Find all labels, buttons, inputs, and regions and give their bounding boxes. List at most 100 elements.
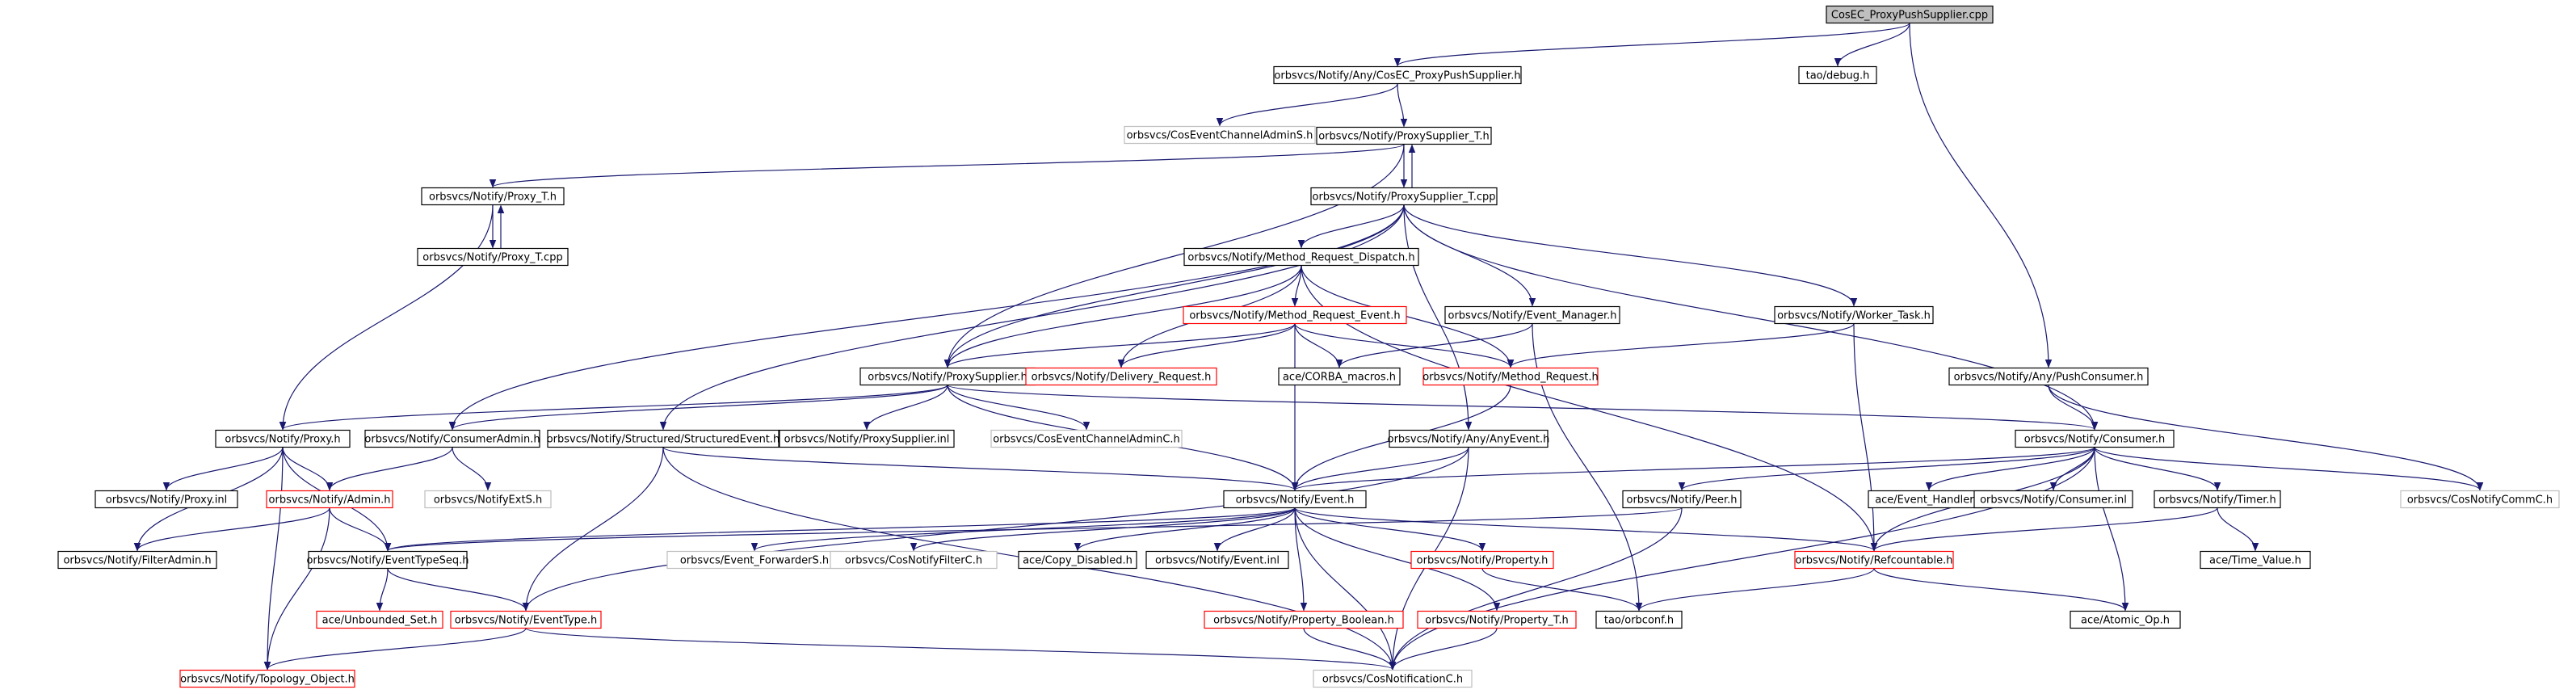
- node-corbaMacros[interactable]: ace/CORBA_macros.h: [1278, 367, 1401, 386]
- node-eventH[interactable]: orbsvcs/Notify/Event.h: [1223, 490, 1367, 509]
- node-box: [450, 610, 602, 629]
- node-label: orbsvcs/Event_ForwarderS.h: [680, 555, 829, 567]
- node-proxySupplierInl[interactable]: orbsvcs/Notify/ProxySupplier.inl: [779, 429, 955, 448]
- edge-eventH-to-propertyH: [1294, 507, 1486, 552]
- node-box: [95, 490, 238, 509]
- node-structuredEvent[interactable]: orbsvcs/Notify/Structured/StructuredEven…: [547, 429, 780, 448]
- node-cosNotifyCommC[interactable]: orbsvcs/CosNotifyCommC.h: [2400, 490, 2560, 509]
- node-eventHandler[interactable]: ace/Event_Handler.h: [1868, 490, 1990, 509]
- edge-peerH-to-cosNotificationC: [1389, 507, 1683, 671]
- edge-proxySupplierTcpp-to-anyEvent: [1403, 204, 1473, 431]
- node-box: [1204, 610, 1404, 629]
- node-label: orbsvcs/Notify/Method_Request.h: [1422, 372, 1599, 384]
- node-proxyTcpp[interactable]: orbsvcs/Notify/Proxy_T.cpp: [417, 247, 569, 267]
- node-label: orbsvcs/Notify/Event.h: [1236, 494, 1355, 507]
- edge-propertyT-to-cosNotificationC: [1389, 628, 1498, 671]
- node-label: orbsvcs/Notify/ProxySupplier_T.cpp: [1313, 191, 1496, 204]
- node-box: [424, 490, 552, 509]
- node-eventTypeSeq[interactable]: orbsvcs/Notify/EventTypeSeq.h: [306, 550, 469, 570]
- node-cosEventChanAdminS[interactable]: orbsvcs/CosEventChannelAdminS.h: [1124, 125, 1316, 145]
- node-copyDisabled[interactable]: ace/Copy_Disabled.h: [1018, 550, 1137, 570]
- node-label: orbsvcs/Notify/Event.inl: [1155, 555, 1280, 567]
- node-eventManager[interactable]: orbsvcs/Notify/Event_Manager.h: [1444, 305, 1620, 325]
- node-label: orbsvcs/Notify/Structured/StructuredEven…: [547, 434, 780, 446]
- node-label: tao/debug.h: [1806, 70, 1870, 82]
- node-methodReqDispatch[interactable]: orbsvcs/Notify/Method_Request_Dispatch.h: [1183, 247, 1419, 267]
- node-propertyT[interactable]: orbsvcs/Notify/Property_T.h: [1417, 610, 1577, 629]
- node-box: [1124, 125, 1316, 145]
- edge-timerH-to-refcountable: [1870, 507, 2218, 552]
- node-cosNotifyFilterC[interactable]: orbsvcs/CosNotifyFilterC.h: [830, 550, 998, 570]
- edge-eventH-to-copyDisabled: [1074, 507, 1296, 552]
- node-consumerAdmin[interactable]: orbsvcs/Notify/ConsumerAdmin.h: [364, 429, 540, 448]
- node-extS[interactable]: orbsvcs/NotifyExtS.h: [424, 490, 552, 509]
- node-unboundedSet[interactable]: ace/Unbounded_Set.h: [316, 610, 443, 629]
- edge-methodReqEvent-to-proxySupplierH: [943, 322, 1296, 368]
- node-label: orbsvcs/Notify/EventType.h: [455, 615, 598, 627]
- node-box: [2070, 610, 2181, 629]
- node-timeValue[interactable]: ace/Time_Value.h: [2200, 550, 2311, 570]
- node-label: orbsvcs/Notify/EventTypeSeq.h: [306, 555, 469, 567]
- node-taoDebug[interactable]: tao/debug.h: [1798, 65, 1877, 85]
- node-consumerH[interactable]: orbsvcs/Notify/Consumer.h: [2015, 429, 2175, 448]
- node-label: tao/orbconf.h: [1604, 615, 1674, 627]
- node-filterAdmin[interactable]: orbsvcs/Notify/FilterAdmin.h: [57, 550, 217, 570]
- node-timerH[interactable]: orbsvcs/Notify/Timer.h: [2154, 490, 2281, 509]
- node-anyCosEC[interactable]: orbsvcs/Notify/Any/CosEC_ProxyPushSuppli…: [1273, 65, 1522, 85]
- node-label: orbsvcs/Notify/Any/PushConsumer.h: [1954, 372, 2144, 384]
- node-root[interactable]: CosEC_ProxyPushSupplier.cpp: [1826, 5, 1994, 24]
- node-adminH[interactable]: orbsvcs/Notify/Admin.h: [266, 490, 393, 509]
- node-methodRequest[interactable]: orbsvcs/Notify/Method_Request.h: [1422, 367, 1599, 386]
- node-methodReqEvent[interactable]: orbsvcs/Notify/Method_Request_Event.h: [1183, 305, 1407, 325]
- node-refcountable[interactable]: orbsvcs/Notify/Refcountable.h: [1794, 550, 1954, 570]
- node-proxySupplierTcpp[interactable]: orbsvcs/Notify/ProxySupplier_T.cpp: [1310, 187, 1498, 206]
- node-proxyH[interactable]: orbsvcs/Notify/Proxy.h: [215, 429, 351, 448]
- node-cosNotificationC[interactable]: orbsvcs/CosNotificationC.h: [1313, 669, 1473, 688]
- node-label: orbsvcs/Notify/Delivery_Request.h: [1032, 372, 1212, 384]
- node-label: orbsvcs/Notify/Admin.h: [269, 494, 391, 507]
- node-propertyBoolean[interactable]: orbsvcs/Notify/Property_Boolean.h: [1204, 610, 1404, 629]
- edge-consumerH-to-atomicOp: [2094, 447, 2129, 612]
- node-label: orbsvcs/Notify/Proxy.inl: [106, 494, 227, 507]
- node-box: [316, 610, 443, 629]
- node-propertyH[interactable]: orbsvcs/Notify/Property.h: [1410, 550, 1554, 570]
- node-box: [364, 429, 540, 448]
- edge-eventManager-to-corbaMacros: [1335, 323, 1533, 368]
- edge-proxySupplierTh-to-proxySupplierH: [943, 144, 1405, 368]
- node-box: [1595, 610, 1683, 629]
- node-eventType[interactable]: orbsvcs/Notify/EventType.h: [450, 610, 602, 629]
- node-label: orbsvcs/Notify/Any/AnyEvent.h: [1388, 434, 1550, 446]
- edge-structuredEvent-to-eventType: [522, 447, 664, 612]
- edge-methodReqDispatch-to-proxySupplierH: [943, 265, 1302, 368]
- node-cosEventChanAdminC[interactable]: orbsvcs/CosEventChannelAdminC.h: [990, 429, 1183, 448]
- node-box: [1444, 305, 1620, 325]
- node-workerTask[interactable]: orbsvcs/Notify/Worker_Task.h: [1774, 305, 1934, 325]
- edge-consumerH-to-eventH: [1292, 446, 2095, 491]
- node-topologyObject[interactable]: orbsvcs/Notify/Topology_Object.h: [179, 669, 355, 688]
- edge-workerTask-to-refcountable: [1853, 323, 1878, 552]
- node-consumerInl[interactable]: orbsvcs/Notify/Consumer.inl: [1973, 490, 2133, 509]
- node-label: orbsvcs/Notify/ProxySupplier.inl: [784, 434, 950, 446]
- node-proxySupplierTh[interactable]: orbsvcs/Notify/ProxySupplier_T.h: [1316, 126, 1492, 145]
- node-label: orbsvcs/Notify/ProxySupplier_T.h: [1318, 131, 1490, 143]
- edge-peerH-to-eventTypeSeq: [385, 507, 1683, 552]
- node-box: [1018, 550, 1137, 570]
- node-eventForwarderS[interactable]: orbsvcs/Event_ForwarderS.h: [666, 550, 843, 570]
- node-label: orbsvcs/Notify/Timer.h: [2158, 494, 2276, 507]
- edge-proxySupplierH-to-proxyH: [279, 384, 948, 431]
- node-proxyTh[interactable]: orbsvcs/Notify/Proxy_T.h: [421, 187, 565, 206]
- node-anyEvent[interactable]: orbsvcs/Notify/Any/AnyEvent.h: [1388, 429, 1550, 448]
- node-anyPushConsumer[interactable]: orbsvcs/Notify/Any/PushConsumer.h: [1948, 367, 2149, 386]
- node-deliveryRequest[interactable]: orbsvcs/Notify/Delivery_Request.h: [1025, 367, 1217, 386]
- edge-eventTypeSeq-to-unboundedSet: [376, 568, 389, 612]
- node-eventInl[interactable]: orbsvcs/Notify/Event.inl: [1145, 550, 1289, 570]
- node-orbconf[interactable]: tao/orbconf.h: [1595, 610, 1683, 629]
- node-atomicOp[interactable]: ace/Atomic_Op.h: [2070, 610, 2181, 629]
- node-proxyInl[interactable]: orbsvcs/Notify/Proxy.inl: [95, 490, 238, 509]
- node-proxySupplierH[interactable]: orbsvcs/Notify/ProxySupplier.h: [859, 367, 1036, 386]
- node-label: orbsvcs/Notify/Property_Boolean.h: [1213, 615, 1394, 627]
- node-peerH[interactable]: orbsvcs/Notify/Peer.h: [1622, 490, 1742, 509]
- edge-eventH-to-propertyBoolean: [1294, 507, 1308, 612]
- edge-proxyTh-to-proxyH: [279, 204, 494, 431]
- edge-root-to-anyCosEC: [1393, 22, 1910, 67]
